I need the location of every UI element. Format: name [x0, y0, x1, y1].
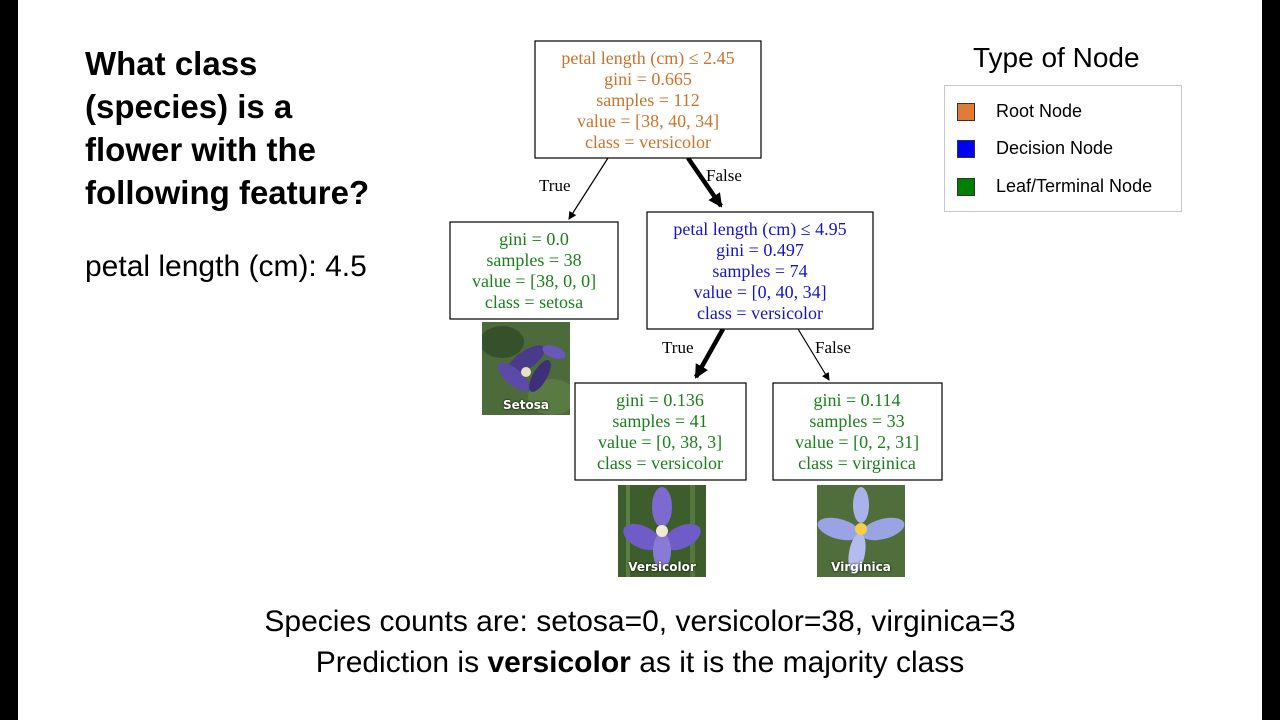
node-line: class = virginica — [798, 453, 916, 473]
edge-decision-false — [797, 328, 830, 381]
question-line: (species) is a — [85, 88, 293, 125]
prediction-suffix: as it is the majority class — [630, 646, 965, 679]
versicolor-flower-drawing — [618, 485, 706, 577]
legend-swatch — [957, 103, 975, 121]
node-line: samples = 41 — [612, 411, 707, 431]
edge-root-true — [568, 157, 609, 220]
node-line: gini = 0.497 — [716, 240, 804, 260]
legend-label: Decision Node — [996, 138, 1114, 158]
leaf-node-setosa: gini = 0.0 samples = 38 value = [38, 0, … — [449, 221, 619, 320]
node-line: gini = 0.0 — [499, 229, 569, 249]
species-counts-text: Species counts are: setosa=0, versicolor… — [264, 605, 1016, 638]
slide: What class (species) is a flower with th… — [18, 0, 1262, 720]
edge-label-false: False — [706, 166, 742, 185]
edge-root-false — [686, 156, 723, 208]
prediction-prefix: Prediction is — [315, 646, 488, 679]
node-line: value = [0, 2, 31] — [795, 432, 919, 452]
flower-caption: Setosa — [502, 398, 549, 412]
node-line: samples = 38 — [486, 250, 581, 270]
legend-label: Leaf/Terminal Node — [996, 176, 1153, 196]
node-line: value = [38, 0, 0] — [472, 271, 596, 291]
node-line: value = [0, 40, 34] — [693, 282, 826, 302]
legend: Root Node Decision Node Leaf/Terminal No… — [944, 85, 1182, 212]
legend-title: Type of Node — [973, 42, 1140, 73]
versicolor-flower-image: Versicolor — [618, 485, 706, 577]
virginica-flower-image: Virginica — [817, 485, 905, 577]
decision-node: petal length (cm) ≤ 4.95 gini = 0.497 sa… — [646, 211, 874, 330]
node-line: class = versicolor — [585, 132, 711, 152]
leaf-node-virginica: gini = 0.114 samples = 33 value = [0, 2,… — [772, 382, 943, 481]
legend-swatch — [957, 178, 975, 196]
node-line: gini = 0.136 — [616, 390, 704, 410]
leaf-node-versicolor: gini = 0.136 samples = 41 value = [0, 38… — [574, 382, 747, 481]
question-line: following feature? — [85, 174, 370, 211]
flower-caption: Versicolor — [628, 560, 696, 574]
flower-caption: Virginica — [831, 560, 891, 574]
edge-label-true: True — [662, 338, 694, 357]
decision-tree: True False True False petal length (cm) … — [449, 40, 943, 481]
node-line: gini = 0.665 — [604, 69, 692, 89]
question-text: What class (species) is a flower with th… — [85, 42, 445, 214]
node-line: petal length (cm) ≤ 4.95 — [673, 219, 846, 240]
node-line: class = setosa — [485, 292, 583, 312]
edge-decision-true — [694, 327, 725, 379]
question-line: flower with the — [85, 131, 316, 168]
feature-value: petal length (cm): 4.5 — [85, 250, 367, 283]
node-line: samples = 33 — [809, 411, 904, 431]
question-line: What class — [85, 45, 258, 82]
node-line: gini = 0.114 — [814, 390, 901, 410]
setosa-flower-drawing — [482, 322, 570, 415]
legend-swatch — [957, 140, 975, 158]
legend-label: Root Node — [996, 101, 1083, 121]
root-node: petal length (cm) ≤ 2.45 gini = 0.665 sa… — [534, 40, 762, 159]
edge-label-true: True — [539, 176, 571, 195]
node-line: samples = 74 — [712, 261, 807, 281]
node-line: petal length (cm) ≤ 2.45 — [561, 48, 734, 69]
node-line: class = versicolor — [597, 453, 723, 473]
prediction-text: Prediction is versicolor as it is the ma… — [18, 646, 1262, 680]
node-line: samples = 112 — [596, 90, 699, 110]
node-line: class = versicolor — [697, 303, 823, 323]
virginica-flower-drawing — [817, 485, 905, 577]
node-line: value = [38, 40, 34] — [577, 111, 719, 131]
setosa-flower-image: Setosa — [482, 322, 570, 415]
prediction-class: versicolor — [487, 646, 631, 679]
edge-label-false: False — [815, 338, 851, 357]
node-line: value = [0, 38, 3] — [598, 432, 722, 452]
